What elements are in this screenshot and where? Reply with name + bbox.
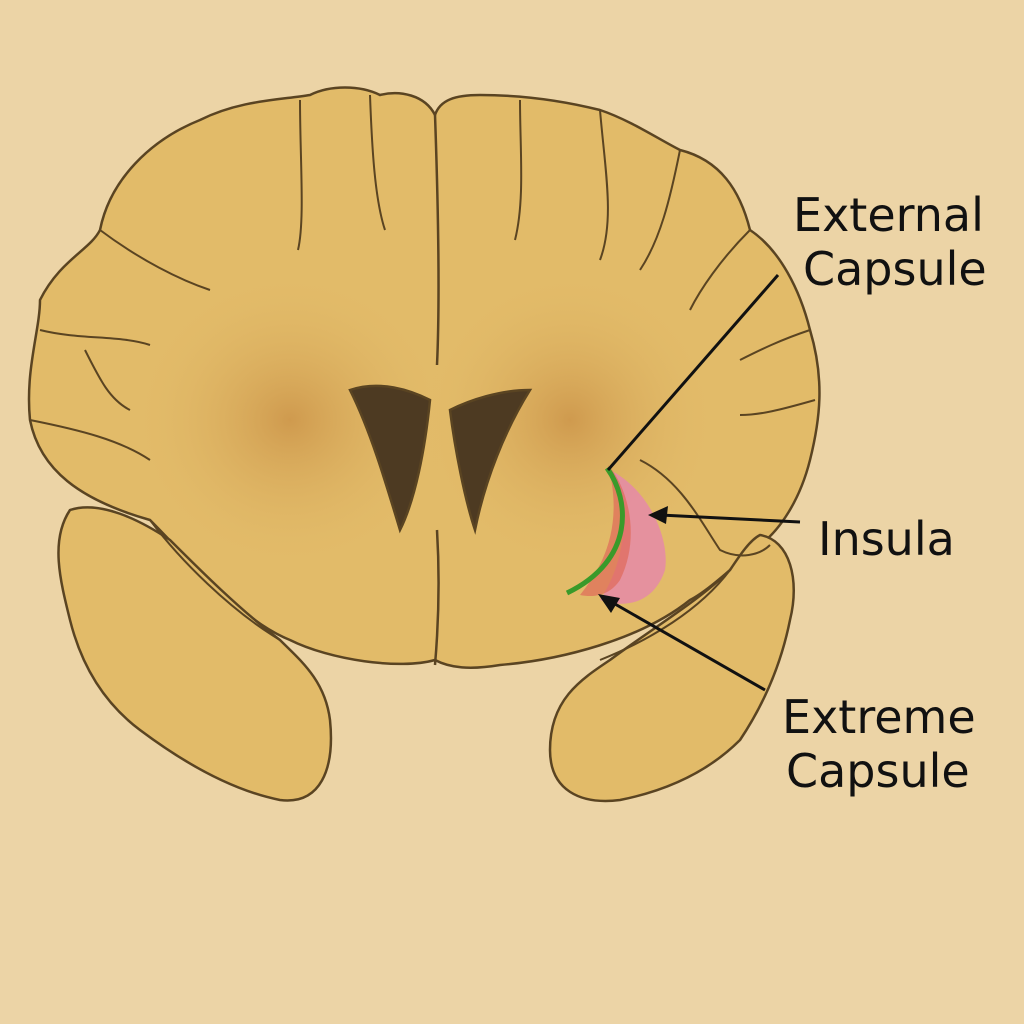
sulci — [29, 94, 816, 661]
extreme-capsule-arrowhead — [598, 594, 620, 613]
midline-lower — [433, 529, 440, 666]
external-capsule-label: External Capsule — [793, 188, 987, 296]
insula-pointer — [659, 513, 801, 524]
insula-label: Insula — [818, 512, 955, 566]
extreme-capsule-label-line2: Capsule — [786, 744, 970, 798]
external-capsule-line — [565, 466, 625, 596]
right-lateral-ventricle — [448, 388, 533, 535]
brain-section — [27, 86, 821, 803]
external-capsule-label-line1: External — [793, 188, 984, 242]
external-capsule-pointer — [606, 274, 780, 471]
extreme-capsule-label-line1: Extreme — [782, 690, 976, 744]
highlighted-structures — [565, 465, 666, 604]
left-lateral-ventricle — [348, 384, 432, 534]
right-temporal-lobe — [548, 533, 795, 803]
insula-arrowhead — [648, 506, 668, 524]
midline-fissure — [433, 114, 440, 366]
pointer-arrows — [598, 274, 801, 692]
left-temporal-lobe — [57, 506, 333, 802]
extreme-capsule-label: Extreme Capsule — [782, 690, 976, 798]
extreme-capsule-pointer — [607, 598, 766, 692]
external-capsule-label-line2: Capsule — [803, 242, 987, 296]
